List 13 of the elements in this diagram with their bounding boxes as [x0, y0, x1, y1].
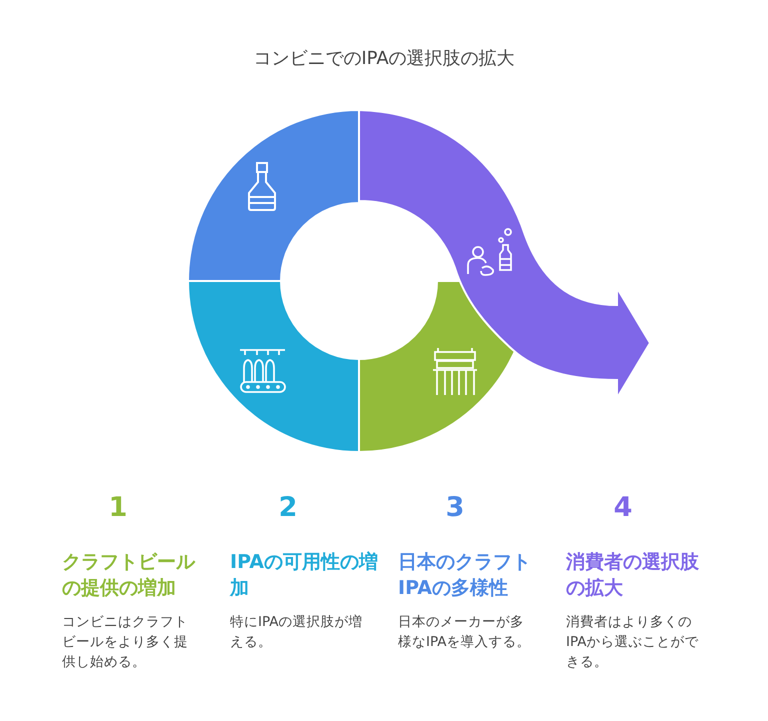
title: コンビニでのIPAの選択肢の拡大: [252, 47, 516, 70]
step-description: 特にIPAの選択肢が増える。: [230, 613, 364, 652]
step-description: コンビニはクラフトビールをより多く提供し始める。: [62, 613, 189, 672]
step-heading: 消費者の選択肢の拡大: [566, 550, 700, 601]
step-number: 4: [612, 492, 634, 523]
step-number: 1: [108, 492, 128, 523]
step-heading: IPAの可用性の増加: [230, 550, 379, 601]
step-description: 日本のメーカーが多様なIPAを導入する。: [398, 613, 532, 652]
step-description: 消費者はより多くのIPAから選ぶことができる。: [566, 613, 700, 672]
step-number: 3: [444, 492, 466, 523]
step-number: 2: [278, 492, 298, 523]
step-heading: 日本のクラフトIPAの多様性: [398, 550, 532, 601]
step-heading: クラフトビールの提供の増加: [62, 550, 196, 601]
